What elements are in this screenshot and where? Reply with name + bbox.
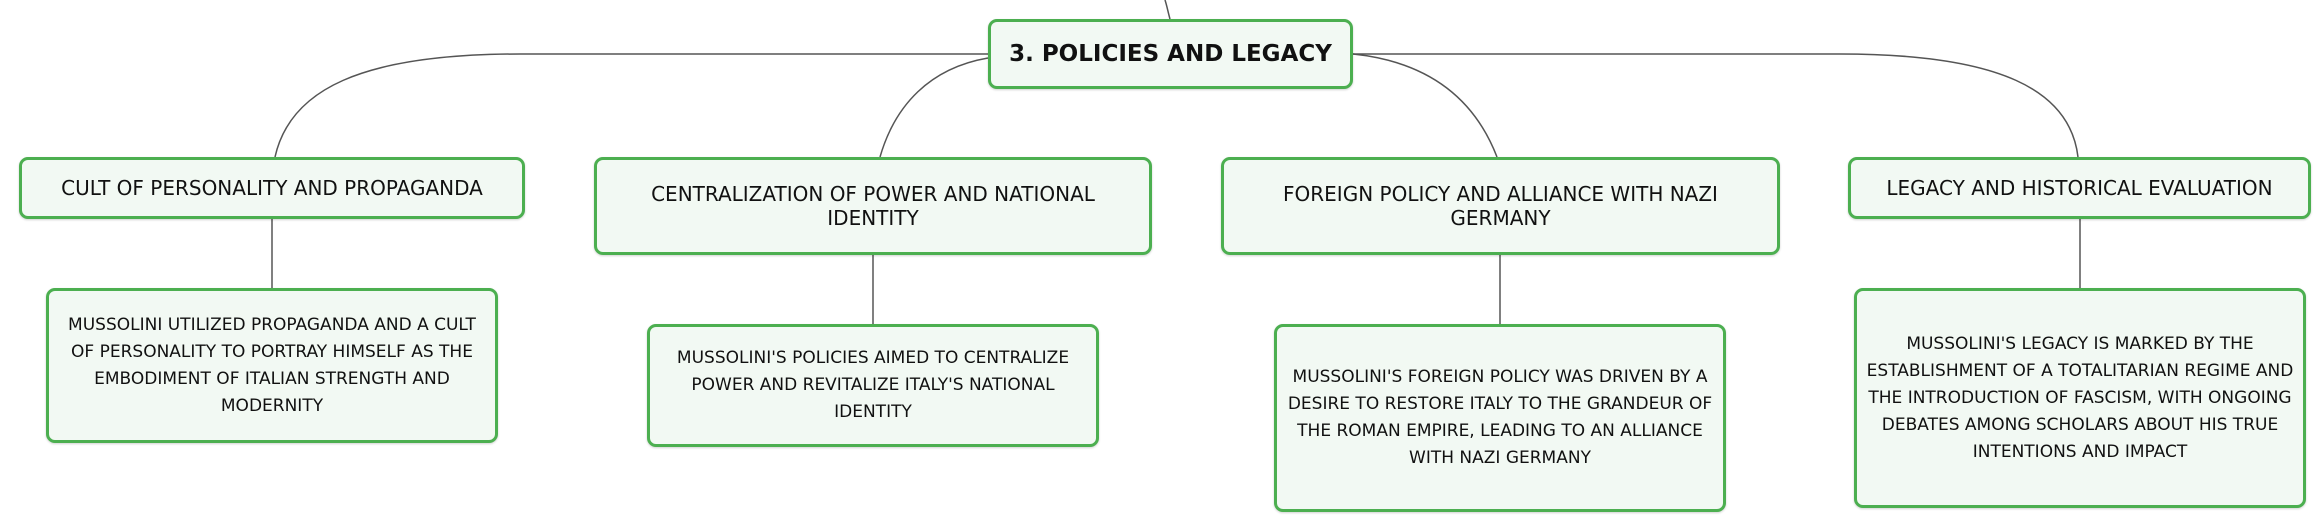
detail-text: MUSSOLINI UTILIZED PROPAGANDA AND A CULT… (68, 314, 476, 416)
detail-text: MUSSOLINI'S LEGACY IS MARKED BY THE ESTA… (1866, 333, 2294, 462)
branch-label: FOREIGN POLICY AND ALLIANCE WITH NAZI GE… (1283, 182, 1718, 230)
branch-node-centralization[interactable]: CENTRALIZATION OF POWER AND NATIONAL IDE… (594, 157, 1152, 255)
connector-root-parent (1164, 0, 1171, 20)
branch-node-foreign-policy[interactable]: FOREIGN POLICY AND ALLIANCE WITH NAZI GE… (1221, 157, 1780, 255)
detail-text: MUSSOLINI'S FOREIGN POLICY WAS DRIVEN BY… (1287, 367, 1713, 468)
detail-node-foreign-policy[interactable]: MUSSOLINI'S FOREIGN POLICY WAS DRIVEN BY… (1274, 324, 1726, 512)
connector-root-branch-1 (274, 53, 988, 158)
detail-node-legacy[interactable]: MUSSOLINI'S LEGACY IS MARKED BY THE ESTA… (1854, 288, 2306, 508)
detail-node-centralization[interactable]: MUSSOLINI'S POLICIES AIMED TO CENTRALIZE… (647, 324, 1099, 447)
connector-root-branch-3 (1352, 53, 1498, 158)
branch-label: CULT OF PERSONALITY AND PROPAGANDA (61, 176, 483, 200)
central-topic-label: 3. POLICIES AND LEGACY (1009, 41, 1332, 67)
branch-label: CENTRALIZATION OF POWER AND NATIONAL IDE… (651, 182, 1095, 230)
detail-node-cult-of-personality[interactable]: MUSSOLINI UTILIZED PROPAGANDA AND A CULT… (46, 288, 498, 443)
central-topic-node[interactable]: 3. POLICIES AND LEGACY (988, 19, 1353, 89)
connector-root-branch-2 (879, 57, 989, 158)
detail-text: MUSSOLINI'S POLICIES AIMED TO CENTRALIZE… (676, 348, 1070, 422)
branch-label: LEGACY AND HISTORICAL EVALUATION (1886, 176, 2273, 200)
connector-root-branch-4 (1353, 53, 2079, 158)
branch-node-cult-of-personality[interactable]: CULT OF PERSONALITY AND PROPAGANDA (19, 157, 525, 219)
branch-node-legacy[interactable]: LEGACY AND HISTORICAL EVALUATION (1848, 157, 2311, 219)
